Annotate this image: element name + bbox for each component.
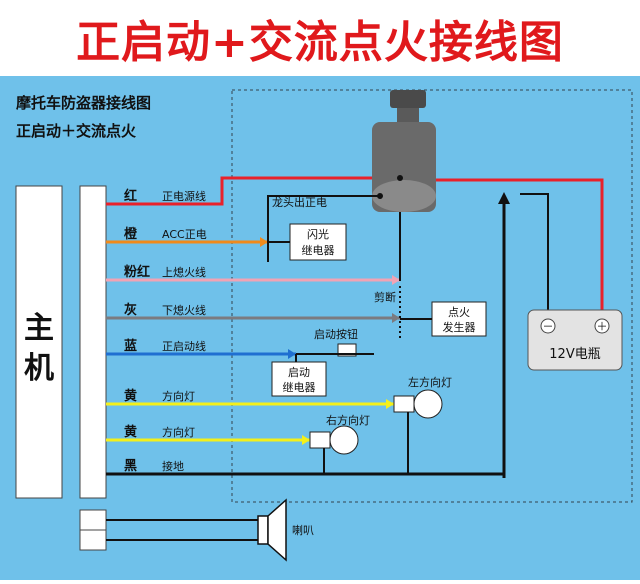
wire-arrow-7	[302, 435, 310, 445]
igniter-label-2: 发生器	[443, 320, 476, 334]
lock-terminal	[397, 175, 403, 181]
wire-function-label-4: 下熄火线	[162, 303, 206, 317]
lock-label: 龙头出正电	[272, 195, 327, 209]
wire-arrow-5	[288, 349, 296, 359]
start-relay-label-1: 启动	[288, 366, 310, 379]
wire-arrow-2	[260, 237, 268, 247]
igniter	[431, 301, 487, 337]
wire-function-label-3: 上熄火线	[162, 265, 206, 279]
right-turn-socket	[309, 431, 331, 449]
flash-relay-label-1: 闪光	[307, 227, 329, 241]
host-label-top: 主	[24, 311, 54, 346]
start-relay	[271, 361, 327, 397]
ground-arrow	[498, 192, 510, 204]
right-turn-lamp	[329, 425, 359, 455]
wire-color-label-4: 灰	[124, 302, 137, 318]
page-title: 正启动+交流点火接线图	[76, 17, 564, 68]
wire-color-label-5: 蓝	[124, 338, 137, 354]
wire-color-label-8: 黑	[124, 459, 137, 474]
flash-relay-label-2: 继电器	[302, 244, 335, 257]
battery-neg-wire	[520, 193, 549, 316]
wire-function-label-5: 正启动线	[162, 339, 206, 353]
battery-label: 12V电瓶	[549, 347, 600, 362]
wire-function-label-6: 方向灯	[162, 389, 195, 403]
igniter-label-1: 点火	[448, 306, 470, 319]
wire-color-label-6: 黄	[124, 388, 137, 404]
host-unit	[15, 185, 63, 499]
left-turn-socket	[393, 395, 415, 413]
left-turn-label: 左方向灯	[408, 375, 452, 389]
horn-body	[257, 515, 269, 545]
wire-color-label-3: 粉红	[124, 264, 150, 280]
diagram-subtitle: 摩托车防盗器接线图	[16, 94, 151, 112]
cut-label: 剪断	[374, 290, 396, 304]
lock-key-head	[390, 90, 426, 108]
wire-function-label-8: 接地	[162, 460, 184, 473]
wire-arrow-3	[392, 275, 400, 285]
wire-function-label-1: 正电源线	[162, 189, 206, 203]
wire-color-label-1: 红	[124, 188, 137, 204]
lock-base	[372, 180, 436, 212]
wire-color-label-7: 黄	[124, 424, 137, 440]
wire-function-label-7: 方向灯	[162, 425, 195, 439]
right-turn-label: 右方向灯	[326, 413, 370, 427]
battery-pos-terminal	[594, 318, 610, 334]
lock-neck	[397, 108, 419, 124]
host-label-bottom: 机	[24, 351, 54, 386]
battery-neg-terminal	[540, 318, 556, 334]
horn-icon	[267, 498, 287, 562]
wire-connector	[79, 185, 107, 499]
lock-output-wire	[267, 195, 380, 262]
wire-function-label-2: ACC正电	[162, 228, 207, 241]
start-relay-label-2: 继电器	[283, 381, 316, 394]
diagram-panel: 摩托车防盗器接线图 正启动＋交流点火 主 机 红 正电源线橙 ACC正电粉红上熄火线…	[0, 76, 640, 580]
ignition-lock	[372, 90, 436, 212]
battery-pos-label: ＋	[597, 320, 608, 333]
start-button-label: 启动按钮	[314, 327, 358, 341]
battery-neg-label: －	[543, 320, 554, 333]
wiring-diagram: 摩托车防盗器接线图 正启动＋交流点火 主 机 红 正电源线橙 ACC正电粉红上熄火线…	[0, 76, 640, 580]
wire-arrow-4	[392, 313, 400, 323]
wire-arrow-6	[386, 399, 394, 409]
wire-color-label-2: 橙	[124, 226, 138, 242]
vehicle-boundary	[231, 89, 633, 503]
flash-relay	[289, 223, 347, 261]
diagram-subtitle-2: 正启动＋交流点火	[16, 122, 137, 140]
header-banner: 正启动+交流点火接线图	[0, 0, 640, 76]
horn-label: 喇叭	[292, 523, 314, 537]
left-turn-lamp	[413, 389, 443, 419]
